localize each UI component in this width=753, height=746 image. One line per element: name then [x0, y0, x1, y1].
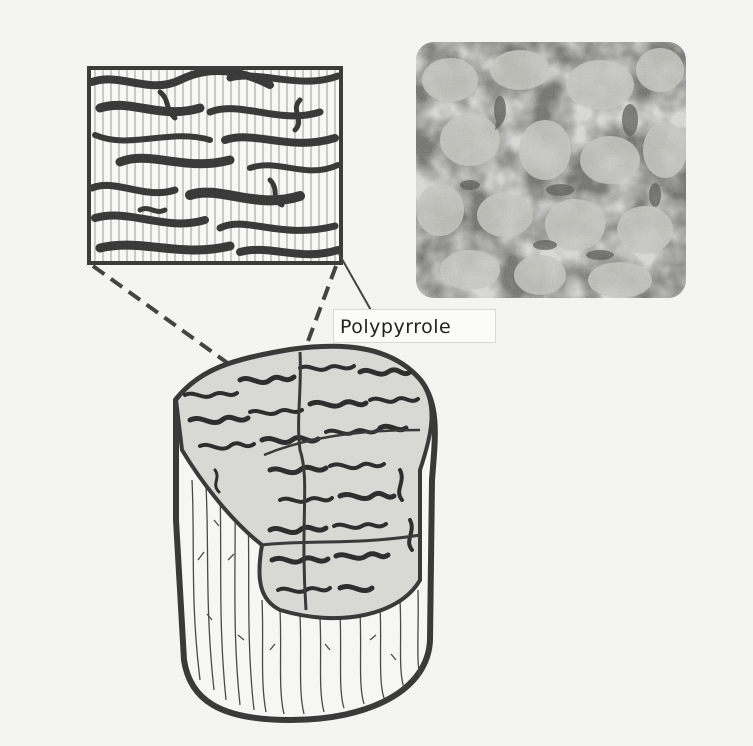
sem-micrograph — [416, 42, 687, 298]
polypyrrole-label: Polypyrrole — [333, 309, 496, 343]
label-leader-line — [338, 252, 372, 312]
magnified-inset-drawing — [89, 68, 341, 263]
coated-fiber-drawing — [176, 347, 435, 720]
